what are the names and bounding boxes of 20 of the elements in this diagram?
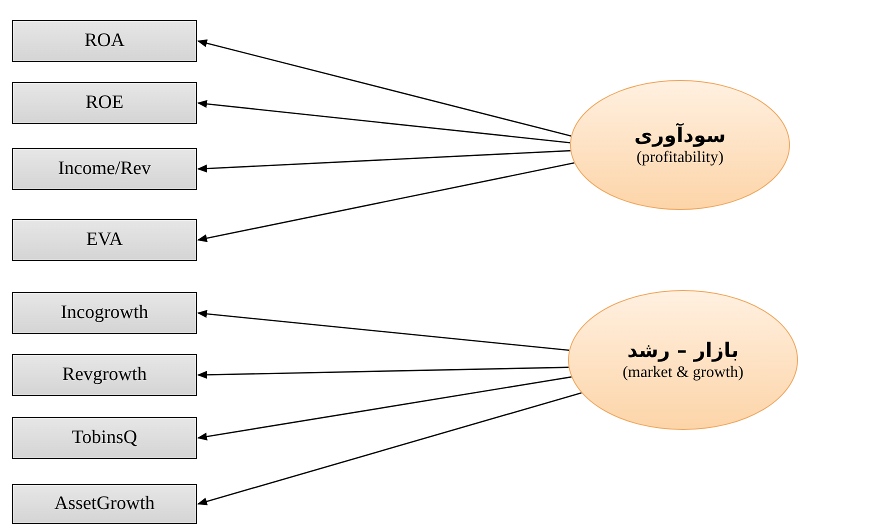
arrow [197,376,572,440]
category-subtitle: (market & growth) [622,364,744,382]
arrow [197,366,569,379]
metric-box: ROA [12,20,197,62]
metric-box: Incogrowth [12,292,197,334]
arrow [197,39,572,137]
category-title: سودآوری [634,123,726,147]
metric-box: Income/Rev [12,148,197,190]
arrow [197,392,582,506]
metric-box: AssetGrowth [12,484,197,524]
category-title: بازار – رشد [627,338,739,362]
metric-box: ROE [12,82,197,124]
metric-box: EVA [12,219,197,261]
arrow [197,150,570,173]
category-subtitle: (profitability) [636,149,724,167]
arrow [197,100,570,144]
arrow [197,162,574,242]
metric-box: Revgrowth [12,354,197,396]
metric-box: TobinsQ [12,417,197,459]
arrow [197,310,570,351]
